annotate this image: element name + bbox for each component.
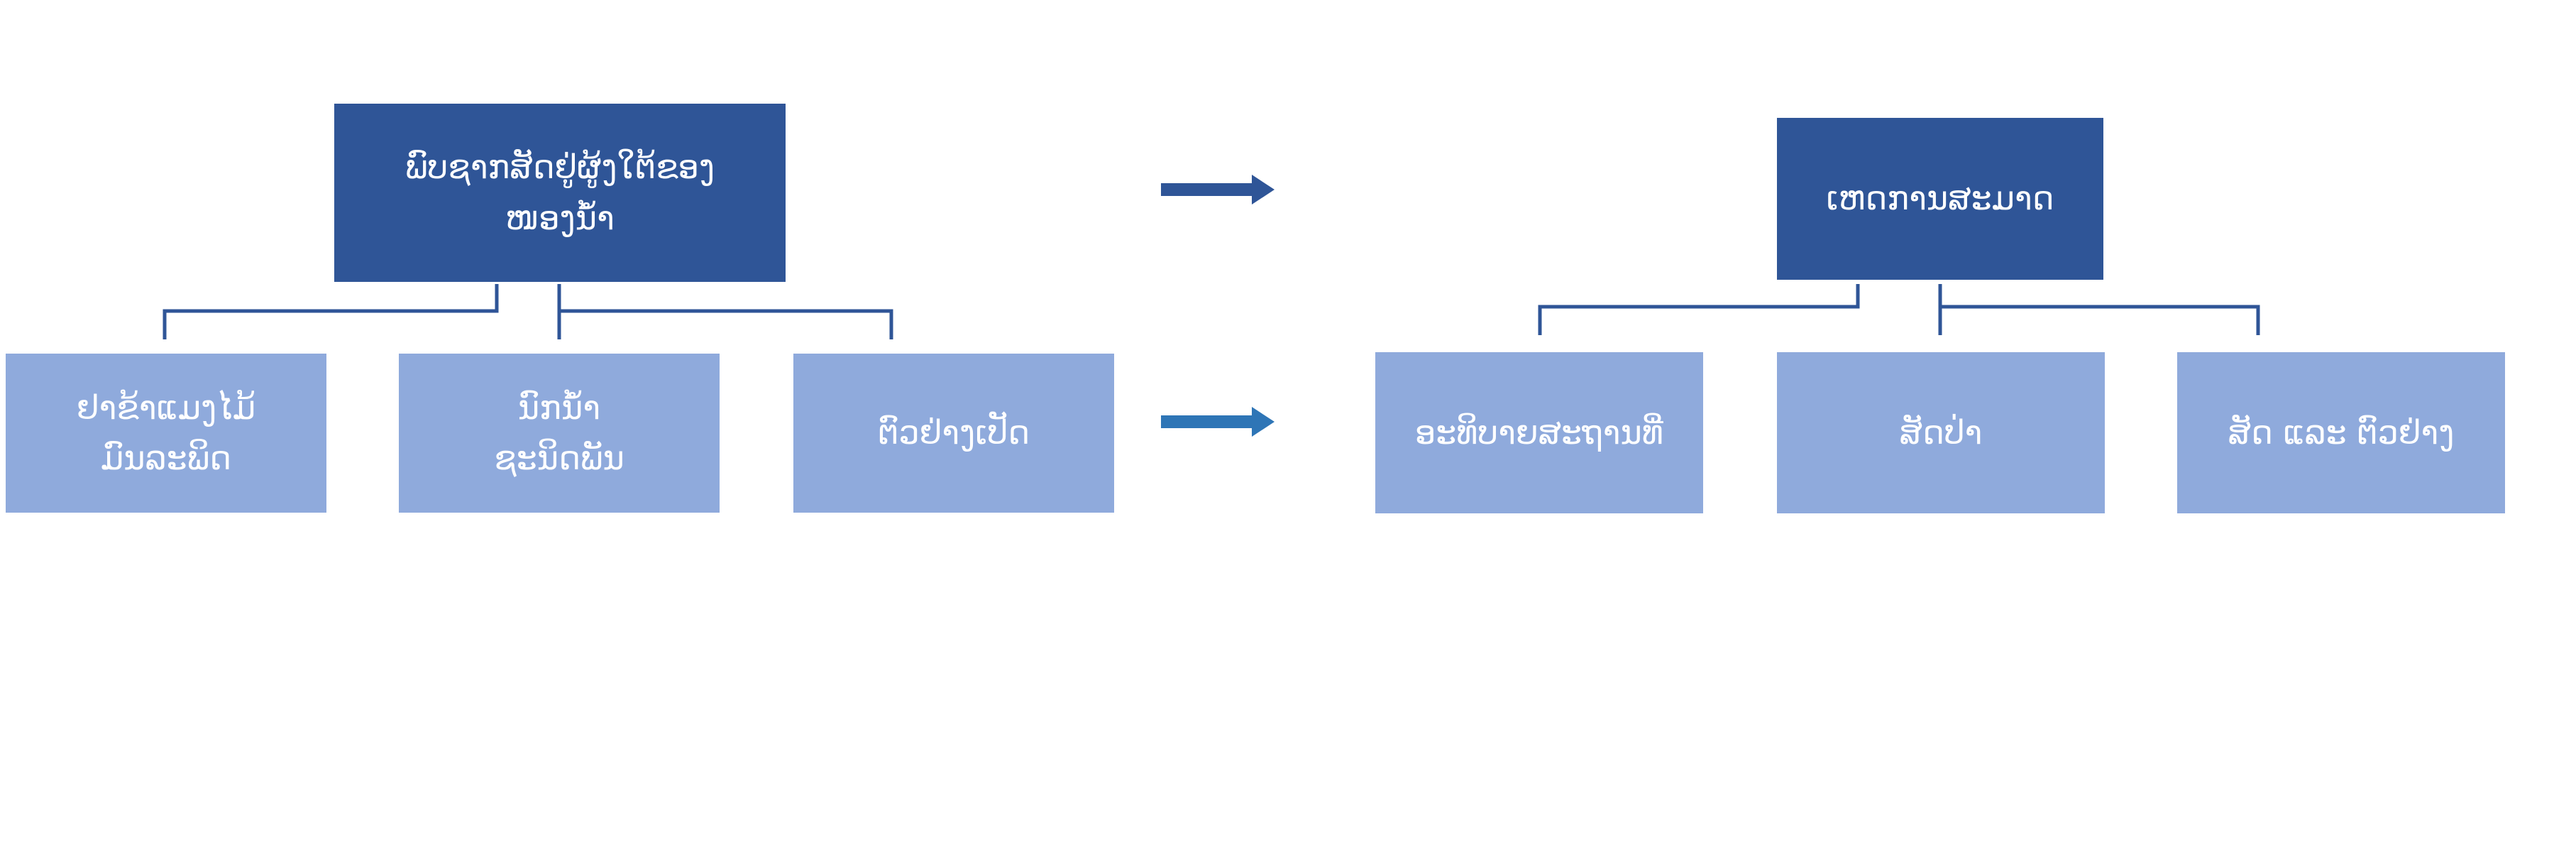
right-root-node: ເຫດການສະມາດ <box>1777 118 2103 280</box>
connector-left-3 <box>559 309 893 339</box>
right-child-node-1: ອະທິບາຍສະຖານທີ່ <box>1375 352 1703 513</box>
arrow-top <box>1161 175 1275 204</box>
left-child-node-3: ຕົວຢ່າງເປັດ <box>793 354 1114 513</box>
left-child-node-2: ນົກນ້ຳ ຊະນິດພັນ <box>399 354 720 513</box>
left-child-node-1: ຢາຂ້າແມງໄມ້ ມົນລະພິດ <box>6 354 326 513</box>
right-child-node-2: ສັດປ່າ <box>1777 352 2105 513</box>
right-child-node-3: ສັດ ແລະ ຕົວຢ່າງ <box>2177 352 2505 513</box>
left-tree-connectors <box>163 284 893 339</box>
connector-left-1 <box>163 284 499 339</box>
connector-right-3 <box>1940 305 2260 335</box>
connector-right-1 <box>1538 284 1860 335</box>
arrow-bottom <box>1161 407 1275 437</box>
right-tree-connectors <box>1538 284 2260 335</box>
left-root-node: ພົບຊາກສັດຢູ່ຜູ້ງໃຕ້ຂອງໜອງນ້ຳ <box>334 104 786 282</box>
